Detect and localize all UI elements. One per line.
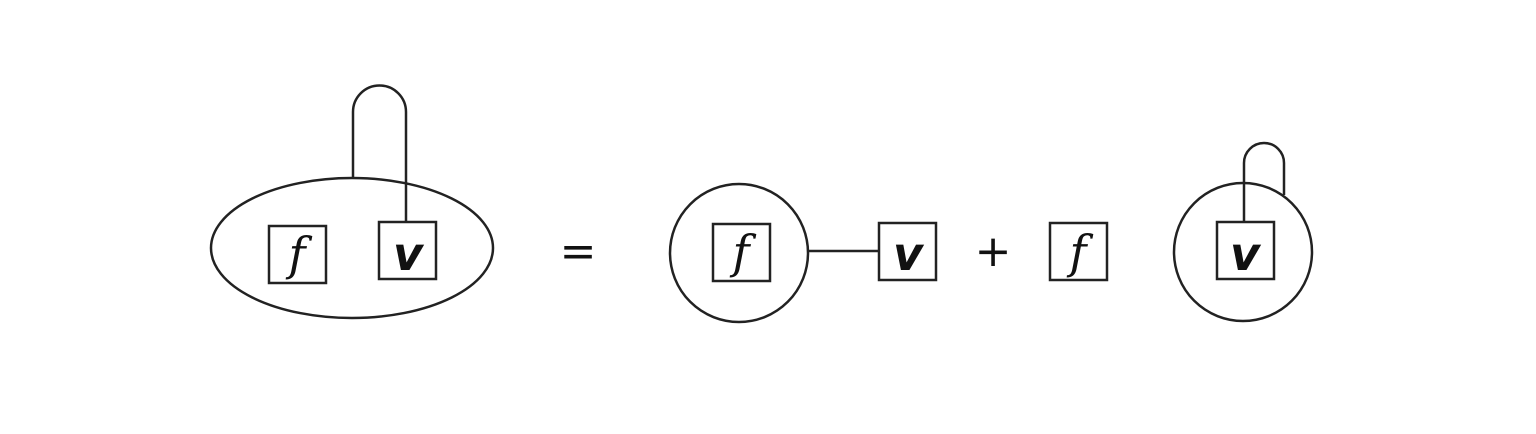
rhs-term2-group: f v xyxy=(1048,141,1314,323)
rhs2-v-box xyxy=(1215,220,1276,281)
rhs2-loop xyxy=(1242,141,1286,222)
plus-sign: + xyxy=(975,226,1012,277)
lhs-v-label: v xyxy=(393,227,425,281)
lhs-ellipse xyxy=(209,176,495,320)
rhs1-f-box xyxy=(711,222,772,283)
lhs-loop xyxy=(351,84,408,222)
lhs-f-box xyxy=(267,224,328,285)
lhs-group: f v xyxy=(209,84,495,320)
lhs-v-box xyxy=(377,220,438,281)
rhs2-v-label: v xyxy=(1230,227,1262,281)
rhs1-v-label: v xyxy=(893,227,925,281)
rhs1-v-box xyxy=(877,221,938,282)
rhs2-f-box xyxy=(1048,221,1109,282)
rhs1-circle xyxy=(668,182,810,324)
equals-sign: = xyxy=(560,226,597,277)
rhs-term1-group: f v xyxy=(668,182,938,324)
